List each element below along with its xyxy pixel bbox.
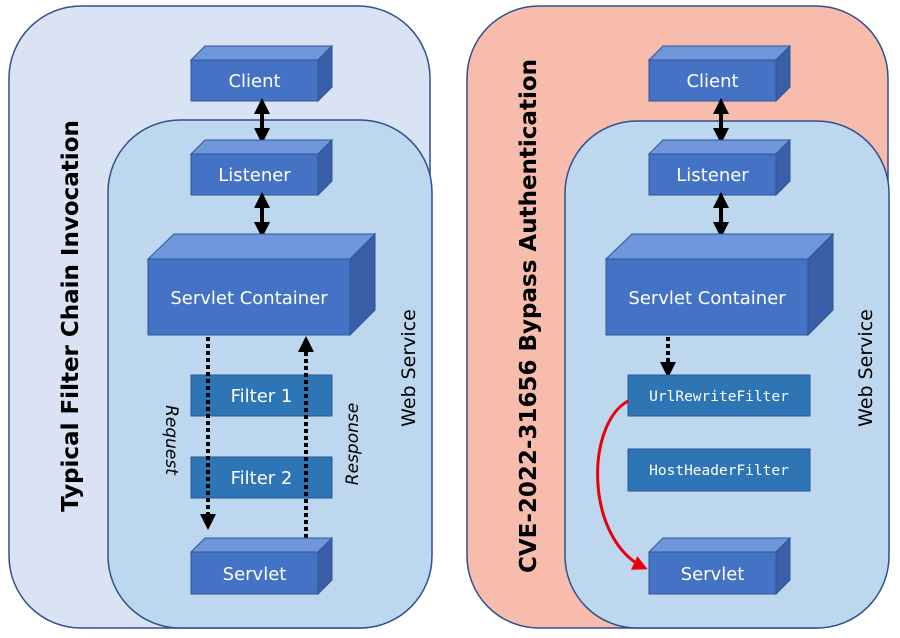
left-filter2-label: Filter 2 bbox=[231, 468, 293, 489]
bypass-arrow bbox=[596, 399, 648, 570]
left-panel: Typical Filter Chain Invocation Web Serv… bbox=[8, 5, 433, 629]
right-client-node: Client bbox=[647, 44, 792, 103]
right-listener-node: Listener bbox=[647, 138, 792, 197]
right-servlet-node: Servlet bbox=[647, 536, 792, 596]
right-urlrewritefilter-label: UrlRewriteFilter bbox=[649, 389, 789, 405]
right-web-service-label: Web Service bbox=[855, 309, 877, 427]
left-client-label: Client bbox=[228, 71, 280, 92]
left-client-node: Client bbox=[189, 44, 334, 103]
right-servlet-label: Servlet bbox=[681, 564, 745, 585]
left-servlet-node: Servlet bbox=[189, 536, 334, 596]
right-hostheaderfilter-node: HostHeaderFilter bbox=[627, 448, 811, 492]
left-filter2-node: Filter 2 bbox=[190, 456, 333, 499]
right-servlet-container-node: Servlet Container bbox=[604, 232, 835, 337]
right-panel-title: CVE-2022-31656 Bypass Authentication bbox=[516, 59, 542, 573]
left-servlet-label: Servlet bbox=[223, 564, 287, 585]
left-listener-label: Listener bbox=[218, 165, 291, 186]
right-panel: CVE-2022-31656 Bypass Authentication Web… bbox=[466, 5, 890, 629]
left-web-service-label: Web Service bbox=[398, 309, 420, 427]
right-listener-label: Listener bbox=[676, 165, 749, 186]
left-servlet-container-label: Servlet Container bbox=[170, 288, 328, 309]
left-request-label: Request bbox=[161, 405, 181, 476]
left-filter1-node: Filter 1 bbox=[190, 374, 333, 417]
left-listener-node: Listener bbox=[189, 138, 334, 197]
right-servlet-container-label: Servlet Container bbox=[628, 288, 786, 309]
left-panel-title: Typical Filter Chain Invocation bbox=[58, 120, 84, 512]
right-urlrewritefilter-node: UrlRewriteFilter bbox=[627, 374, 811, 417]
left-response-label: Response bbox=[343, 403, 363, 485]
right-client-label: Client bbox=[686, 71, 738, 92]
left-filter1-label: Filter 1 bbox=[231, 386, 293, 407]
right-hostheaderfilter-label: HostHeaderFilter bbox=[649, 463, 789, 479]
left-servlet-container-node: Servlet Container bbox=[146, 232, 377, 337]
